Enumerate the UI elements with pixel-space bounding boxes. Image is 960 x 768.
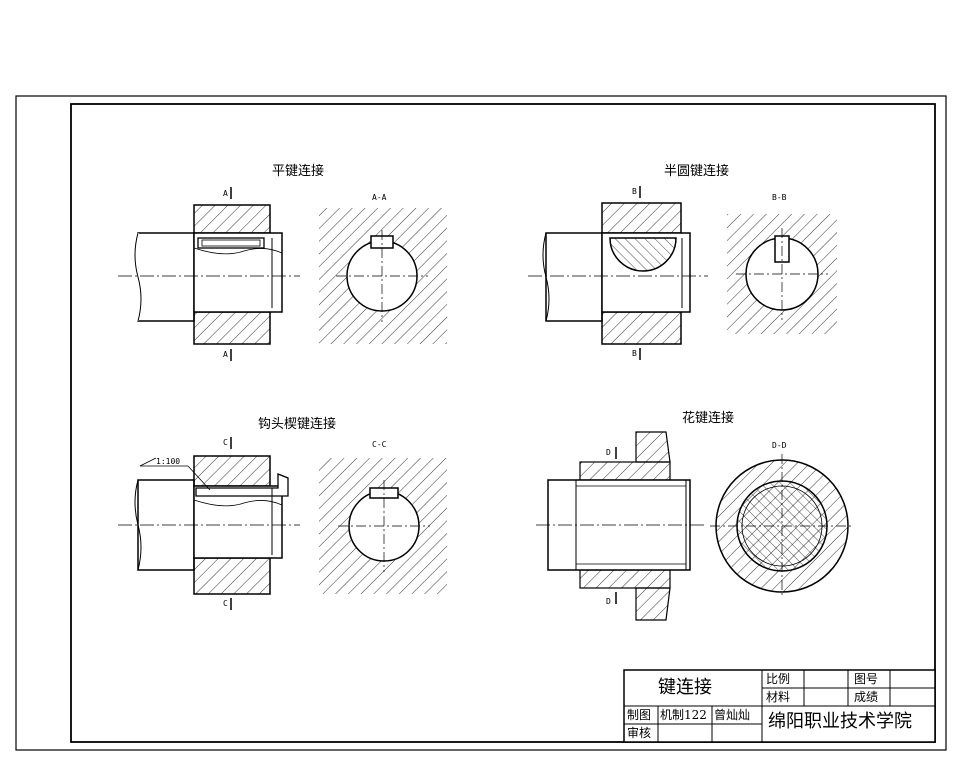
institution-name: 绵阳职业技术学院	[768, 711, 912, 732]
class-value: 机制122	[660, 708, 707, 722]
section-title-d: D-D	[772, 441, 787, 450]
drawing-name: 键连接	[658, 677, 712, 698]
section-mark-d-bottom: D	[606, 597, 611, 606]
woodruff-key-view	[528, 186, 837, 360]
drawing-no-label: 图号	[854, 672, 879, 686]
scale-label: 比例	[766, 672, 791, 686]
section-title-c: C-C	[372, 440, 387, 449]
grade-label: 成绩	[854, 690, 879, 704]
material-label: 材料	[766, 690, 791, 704]
section-title-a: A-A	[372, 193, 387, 202]
view-title-woodruff-key: 半圆键连接	[664, 164, 730, 179]
section-mark-b-top: B	[632, 187, 637, 196]
section-mark-c-top: C	[223, 438, 228, 447]
spline-view	[536, 431, 854, 621]
taper-note: 1:100	[156, 457, 181, 466]
section-mark-c-bottom: C	[223, 599, 228, 608]
gib-head-key-view	[118, 437, 447, 610]
section-mark-b-bottom: B	[632, 349, 637, 358]
section-mark-d-top: D	[606, 448, 611, 457]
view-title-gib-head-key: 钩头楔键连接	[258, 417, 337, 432]
section-title-b: B-B	[772, 193, 787, 202]
inner-frame	[70, 103, 936, 743]
flat-key-view	[118, 187, 447, 361]
section-mark-a-bottom: A	[223, 350, 228, 359]
drawer-name: 曾灿灿	[714, 708, 751, 722]
checked-label: 审核	[627, 726, 652, 740]
view-title-flat-key: 平键连接	[272, 164, 325, 179]
section-mark-a-top: A	[223, 189, 228, 198]
outer-border	[15, 95, 947, 751]
drawn-label: 制图	[627, 708, 652, 722]
view-title-spline: 花键连接	[682, 411, 735, 426]
title-block-grid	[623, 669, 936, 743]
